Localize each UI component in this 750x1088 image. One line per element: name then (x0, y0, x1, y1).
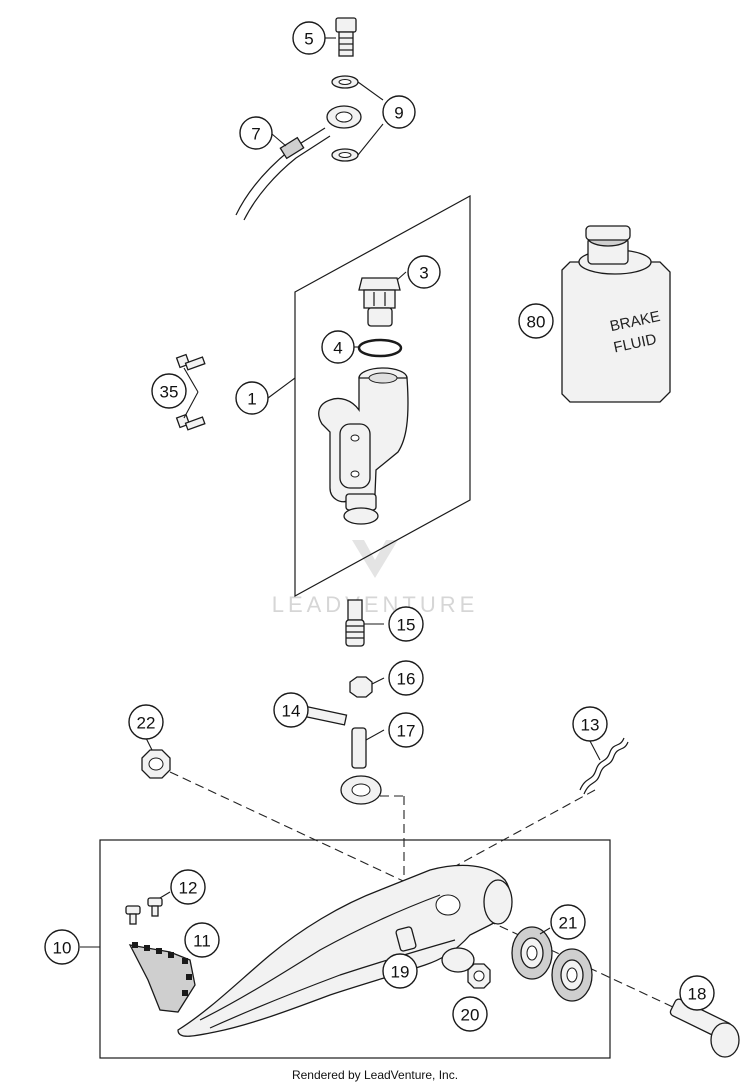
callout-17: 17 (388, 712, 424, 748)
callout-3: 3 (407, 255, 441, 289)
mounting-screws (175, 353, 206, 431)
footer-credit: Rendered by LeadVenture, Inc. (291, 1068, 459, 1082)
leader-lines (80, 37, 601, 948)
callout-22: 22 (128, 704, 164, 740)
svg-text:4: 4 (333, 339, 342, 358)
svg-text:3: 3 (419, 264, 428, 283)
callout-9: 9 (382, 95, 416, 129)
callout-5: 5 (292, 21, 326, 55)
svg-text:22: 22 (137, 714, 156, 733)
svg-text:14: 14 (282, 702, 301, 721)
svg-text:35: 35 (160, 383, 179, 402)
callout-15: 15 (388, 606, 424, 642)
callout-11: 11 (184, 922, 220, 958)
svg-text:11: 11 (193, 932, 211, 951)
callout-13: 13 (572, 706, 608, 742)
tip-screws (125, 897, 163, 925)
brake-line (235, 105, 362, 221)
banjo-bolt (335, 17, 357, 57)
svg-text:12: 12 (179, 879, 198, 898)
return-spring (579, 737, 629, 795)
master-cylinder-kit-frame (294, 194, 471, 598)
svg-text:13: 13 (581, 716, 600, 735)
brake-fluid-bottle: BRAKE FLUID (561, 225, 671, 403)
watermark: LEADVENTURE (272, 540, 479, 617)
callout-19: 19 (382, 953, 418, 989)
callout-18: 18 (679, 975, 715, 1011)
svg-text:15: 15 (397, 616, 416, 635)
svg-text:7: 7 (251, 125, 260, 144)
o-ring (357, 338, 403, 358)
callout-7: 7 (239, 116, 273, 150)
svg-text:9: 9 (394, 104, 403, 123)
svg-text:17: 17 (397, 722, 416, 741)
svg-text:19: 19 (391, 963, 410, 982)
reservoir-fitting (358, 277, 401, 327)
rear-master-cylinder (318, 367, 409, 525)
svg-text:5: 5 (304, 30, 313, 49)
svg-text:21: 21 (559, 914, 578, 933)
pivot-pin (669, 998, 740, 1058)
hex-nut (349, 676, 373, 698)
pedal-nut (467, 963, 491, 989)
brake-pedal-kit-frame (99, 839, 611, 1059)
callout-14: 14 (273, 692, 309, 728)
callout-21: 21 (550, 904, 586, 940)
brake-pedal (177, 864, 513, 1037)
callout-1: 1 (235, 381, 269, 415)
svg-text:80: 80 (527, 313, 546, 332)
svg-text:1: 1 (247, 390, 256, 409)
svg-text:10: 10 (53, 939, 72, 958)
callout-35: 35 (151, 373, 187, 409)
callout-4: 4 (321, 330, 355, 364)
watermark-text: LEADVENTURE (272, 592, 479, 617)
callout-20: 20 (452, 996, 488, 1032)
push-rod (345, 599, 365, 647)
sealing-washers (331, 75, 359, 162)
flange-nut (141, 749, 171, 779)
bushing (395, 926, 417, 952)
callout-80: 80 (518, 303, 554, 339)
svg-text:20: 20 (461, 1006, 480, 1025)
pedal-tip (128, 942, 196, 1013)
svg-text:18: 18 (688, 985, 707, 1004)
callout-16: 16 (388, 660, 424, 696)
clevis-fork (340, 727, 382, 805)
bearings (511, 926, 593, 1002)
callout-12: 12 (170, 869, 206, 905)
callout-10: 10 (44, 929, 80, 965)
svg-text:16: 16 (397, 670, 416, 689)
